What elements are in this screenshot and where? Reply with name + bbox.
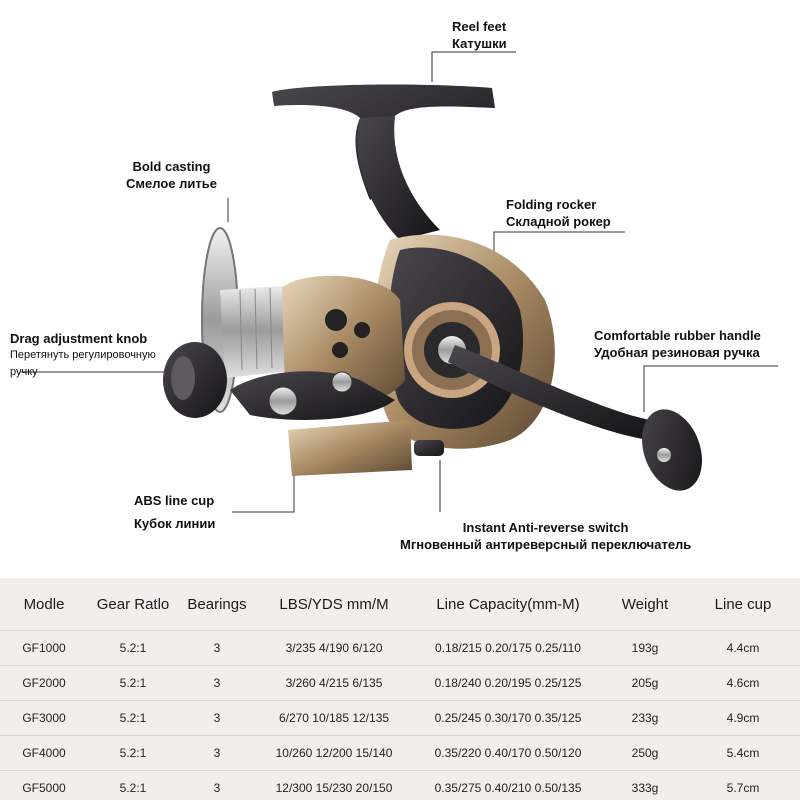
spec-table-header: Modle Gear Ratlo Bearings LBS/YDS mm/M L… bbox=[0, 578, 800, 631]
callout-abs-line-cup: ABS line cup Кубок линии bbox=[134, 492, 215, 532]
callout-anti-reverse: Instant Anti-reverse switch Мгновенный а… bbox=[400, 519, 691, 553]
fishing-reel-illustration bbox=[0, 0, 800, 578]
header-lbs-yds: LBS/YDS mm/M bbox=[256, 578, 412, 631]
header-weight: Weight bbox=[604, 578, 686, 631]
rubber-handle-knob bbox=[631, 401, 712, 499]
header-gear-ratio: Gear Ratlo bbox=[88, 578, 178, 631]
header-bearings: Bearings bbox=[178, 578, 256, 631]
header-line-cup: Line cup bbox=[686, 578, 800, 631]
header-line-capacity: Line Capacity(mm-M) bbox=[412, 578, 604, 631]
spec-table: Modle Gear Ratlo Bearings LBS/YDS mm/M L… bbox=[0, 578, 800, 805]
callout-bold-casting: Bold casting Смелое литье bbox=[126, 158, 217, 192]
header-model: Modle bbox=[0, 578, 88, 631]
callout-reel-feet: Reel feet Катушки bbox=[452, 18, 507, 52]
reel-stem bbox=[357, 116, 440, 240]
anti-reverse-switch bbox=[414, 440, 444, 456]
callout-drag-knob: Drag adjustment knob Перетянуть регулиро… bbox=[10, 330, 156, 381]
spec-table-panel: Modle Gear Ratlo Bearings LBS/YDS mm/M L… bbox=[0, 578, 800, 800]
abs-line-cup bbox=[288, 420, 412, 476]
callout-rubber-handle: Comfortable rubber handle Удобная резино… bbox=[594, 327, 761, 361]
callout-folding-rocker: Folding rocker Складной рокер bbox=[506, 196, 611, 230]
